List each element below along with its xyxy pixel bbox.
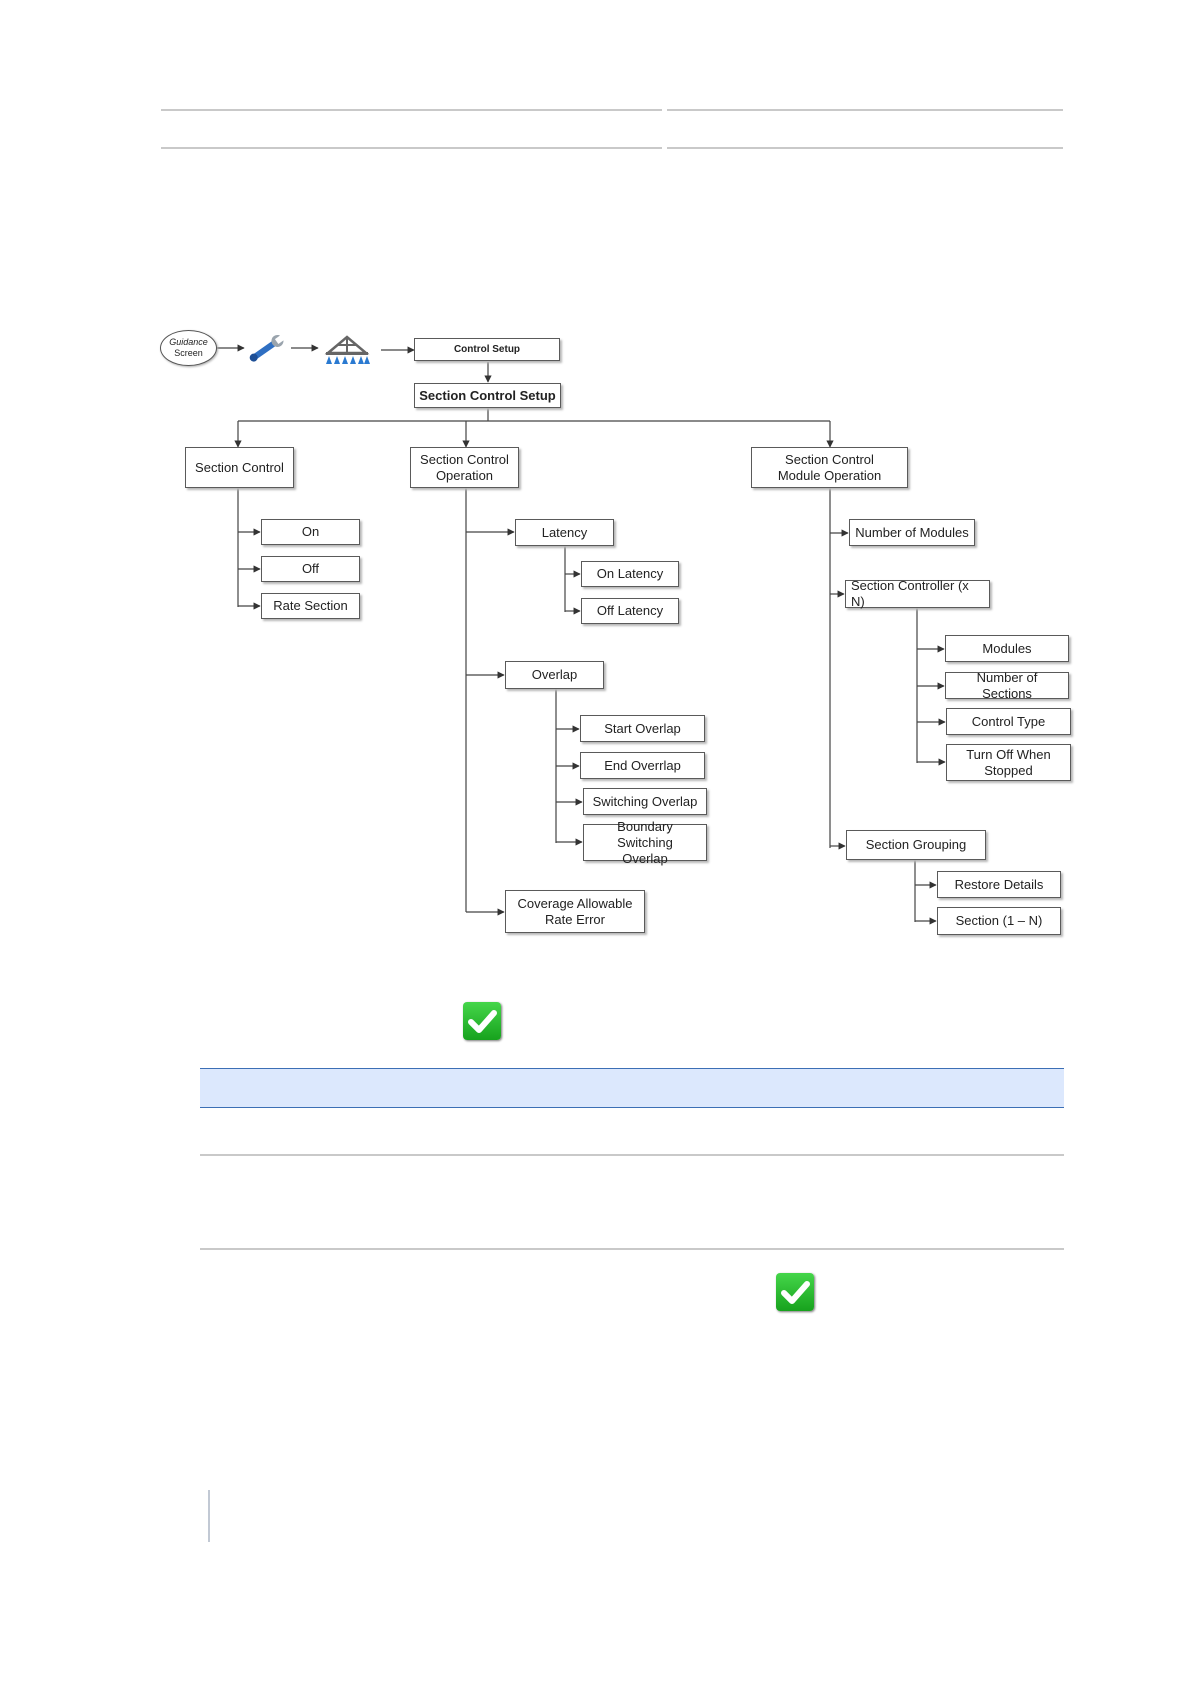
table-rule-1	[200, 1154, 1064, 1156]
table-rule-2	[200, 1248, 1064, 1250]
footer-vertical-bar	[208, 1490, 210, 1542]
section-grouping-node: Section Grouping	[846, 830, 986, 860]
header-rule-top-left	[161, 109, 662, 111]
menu-tree-connectors	[217, 344, 946, 925]
modules-node: Modules	[945, 635, 1069, 662]
guidance-screen-node: Guidance Screen	[160, 330, 217, 366]
table-header-band	[200, 1068, 1064, 1108]
header-rule-top-right	[667, 109, 1063, 111]
section-controller-node: Section Controller (x N)	[845, 578, 990, 609]
off-node: Off	[261, 556, 360, 582]
module-operation-node: Section Control Module Operation	[751, 447, 908, 488]
on-latency-node: On Latency	[581, 561, 679, 587]
off-latency-node: Off Latency	[581, 598, 679, 624]
overlap-node: Overlap	[505, 661, 604, 689]
rate-section-node: Rate Section	[261, 593, 360, 619]
checkmark-icon	[463, 1002, 501, 1040]
boundary-switching-overlap-node: Boundary Switching Overlap	[583, 819, 707, 866]
switching-overlap-node: Switching Overlap	[583, 788, 707, 815]
control-setup-node: Control Setup	[414, 338, 560, 361]
end-overlap-node: End Overrlap	[580, 752, 705, 779]
guidance-line1: Guidance	[169, 337, 208, 347]
control-type-node: Control Type	[946, 708, 1071, 735]
latency-node: Latency	[515, 519, 614, 546]
guidance-line2: Screen	[174, 348, 203, 358]
header-rule-bottom-left	[161, 147, 662, 149]
section-control-setup-node: Section Control Setup	[414, 383, 561, 408]
coverage-rate-error-node: Coverage Allowable Rate Error	[505, 890, 645, 933]
section-control-operation-node: Section Control Operation	[410, 447, 519, 488]
restore-details-node: Restore Details	[937, 871, 1061, 898]
checkmark-icon	[776, 1273, 814, 1311]
header-rule-bottom-right	[667, 147, 1063, 149]
on-node: On	[261, 519, 360, 545]
number-of-sections-node: Number of Sections	[945, 670, 1069, 701]
section-control-node: Section Control	[185, 447, 294, 488]
wrench-icon	[249, 334, 285, 362]
number-of-modules-node: Number of Modules	[849, 519, 975, 546]
boom-sprayer-icon	[324, 335, 370, 364]
section-1-n-node: Section (1 – N)	[937, 907, 1061, 935]
start-overlap-node: Start Overlap	[580, 715, 705, 742]
turn-off-when-stopped-node: Turn Off When Stopped	[946, 744, 1071, 781]
